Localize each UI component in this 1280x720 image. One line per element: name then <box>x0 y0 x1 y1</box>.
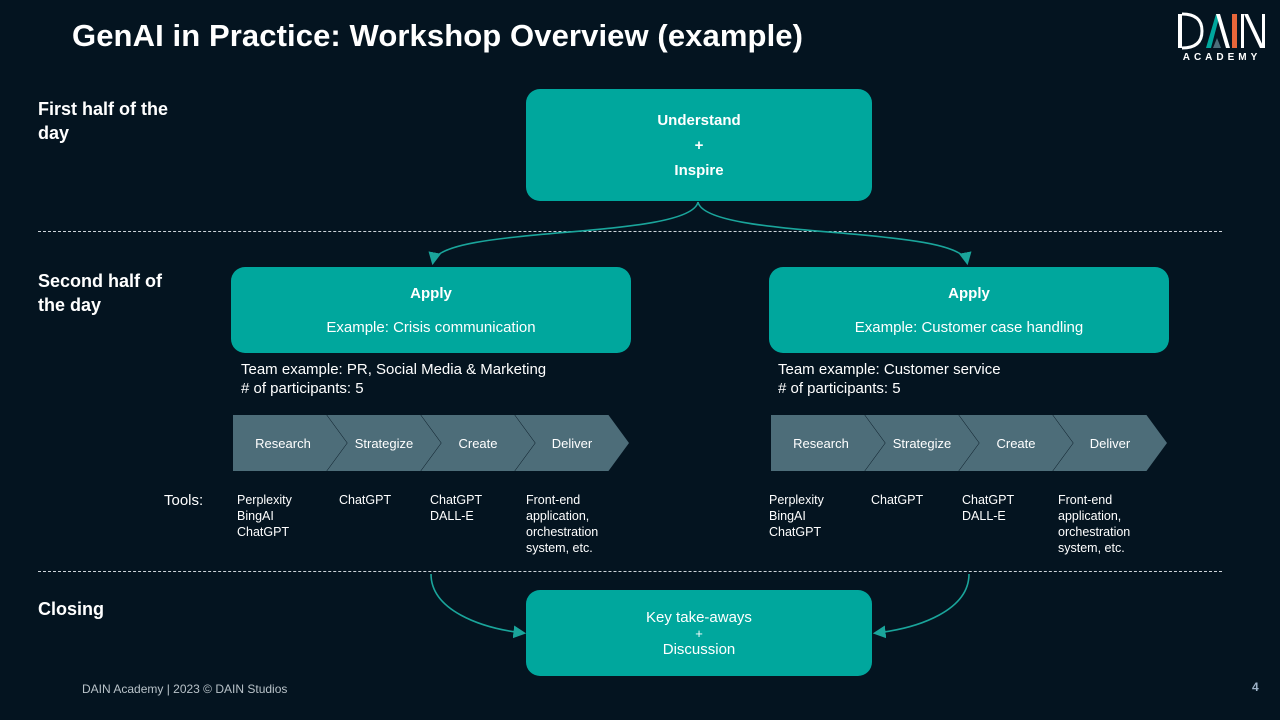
tool-item: Perplexity <box>237 493 292 507</box>
tool-item: Perplexity <box>769 493 824 507</box>
tools-strategize-left: ChatGPT <box>339 492 391 508</box>
tools-research-right: Perplexity BingAI ChatGPT <box>769 492 824 540</box>
arrow-to-left-track <box>428 201 699 266</box>
tool-item: BingAI <box>769 509 806 523</box>
team-info-right: Team example: Customer service # of part… <box>778 360 1001 398</box>
apply-example: Example: Crisis communication <box>326 318 536 336</box>
tool-item: BingAI <box>237 509 274 523</box>
understand-label: Understand <box>657 111 741 129</box>
plus-label: + <box>695 625 703 641</box>
tools-research-left: Perplexity BingAI ChatGPT <box>237 492 292 540</box>
tools-create-right: ChatGPT DALL-E <box>962 492 1014 524</box>
tool-item: orchestration <box>1058 525 1131 539</box>
tool-item: DALL-E <box>430 509 474 523</box>
tool-item: ChatGPT <box>962 493 1015 507</box>
section-label-closing: Closing <box>38 599 104 619</box>
dain-academy-logo: ACADEMY <box>1176 12 1268 64</box>
inspire-label: Inspire <box>674 161 724 179</box>
key-takeaways-label: Key take-aways <box>646 608 752 626</box>
team-example: Team example: Customer service <box>778 361 1001 378</box>
section-label-first-half: First half of the day <box>38 99 168 143</box>
section-divider-2 <box>38 571 1222 572</box>
tool-item: system, etc. <box>526 541 593 555</box>
apply-box-crisis-communication: Apply Example: Crisis communication <box>231 267 631 353</box>
arrow-left-to-closing <box>430 573 527 639</box>
tool-item: application, <box>526 509 590 523</box>
tool-item: orchestration <box>526 525 599 539</box>
closing-box: Key take-aways + Discussion <box>526 590 872 676</box>
tool-item: system, etc. <box>1058 541 1125 555</box>
dain-logo-mark-icon <box>1178 12 1265 50</box>
footer-text: DAIN Academy | 2023 © DAIN Studios <box>82 682 288 696</box>
tools-deliver-left: Front-end application, orchestration sys… <box>526 492 598 556</box>
step-research: Research <box>233 415 347 471</box>
apply-heading: Apply <box>410 284 452 302</box>
slide-title: GenAI in Practice: Workshop Overview (ex… <box>72 18 804 53</box>
tools-label: Tools: <box>164 492 204 509</box>
tool-item: application, <box>1058 509 1122 523</box>
step-create: Create <box>421 415 535 471</box>
logo-subtitle: ACADEMY <box>1182 52 1262 63</box>
arrow-right-to-closing <box>872 573 970 639</box>
tools-create-left: ChatGPT DALL-E <box>430 492 482 524</box>
participants-count: # of participants: 5 <box>778 380 901 397</box>
section-divider-1 <box>38 231 1222 232</box>
tool-item: Front-end <box>526 493 581 507</box>
section-label-second-half: Second half of the day <box>38 271 163 315</box>
tool-item: ChatGPT <box>769 525 822 539</box>
tool-item: ChatGPT <box>871 493 924 507</box>
team-info-left: Team example: PR, Social Media & Marketi… <box>241 360 546 398</box>
step-research: Research <box>771 415 885 471</box>
apply-example: Example: Customer case handling <box>854 318 1084 336</box>
apply-box-customer-case-handling: Apply Example: Customer case handling <box>769 267 1169 353</box>
tool-item: ChatGPT <box>430 493 483 507</box>
tools-deliver-right: Front-end application, orchestration sys… <box>1058 492 1130 556</box>
tool-item: DALL-E <box>962 509 1006 523</box>
team-example: Team example: PR, Social Media & Marketi… <box>241 361 547 378</box>
apply-heading: Apply <box>948 284 990 302</box>
page-number: 4 <box>1252 680 1259 694</box>
tool-item: ChatGPT <box>339 493 392 507</box>
tool-item: Front-end <box>1058 493 1113 507</box>
understand-inspire-box: Understand + Inspire <box>526 89 872 201</box>
plus-label: + <box>694 136 704 154</box>
discussion-label: Discussion <box>662 640 736 658</box>
arrow-to-right-track <box>697 201 972 266</box>
tool-item: ChatGPT <box>237 525 290 539</box>
participants-count: # of participants: 5 <box>241 380 364 397</box>
tools-strategize-right: ChatGPT <box>871 492 923 508</box>
